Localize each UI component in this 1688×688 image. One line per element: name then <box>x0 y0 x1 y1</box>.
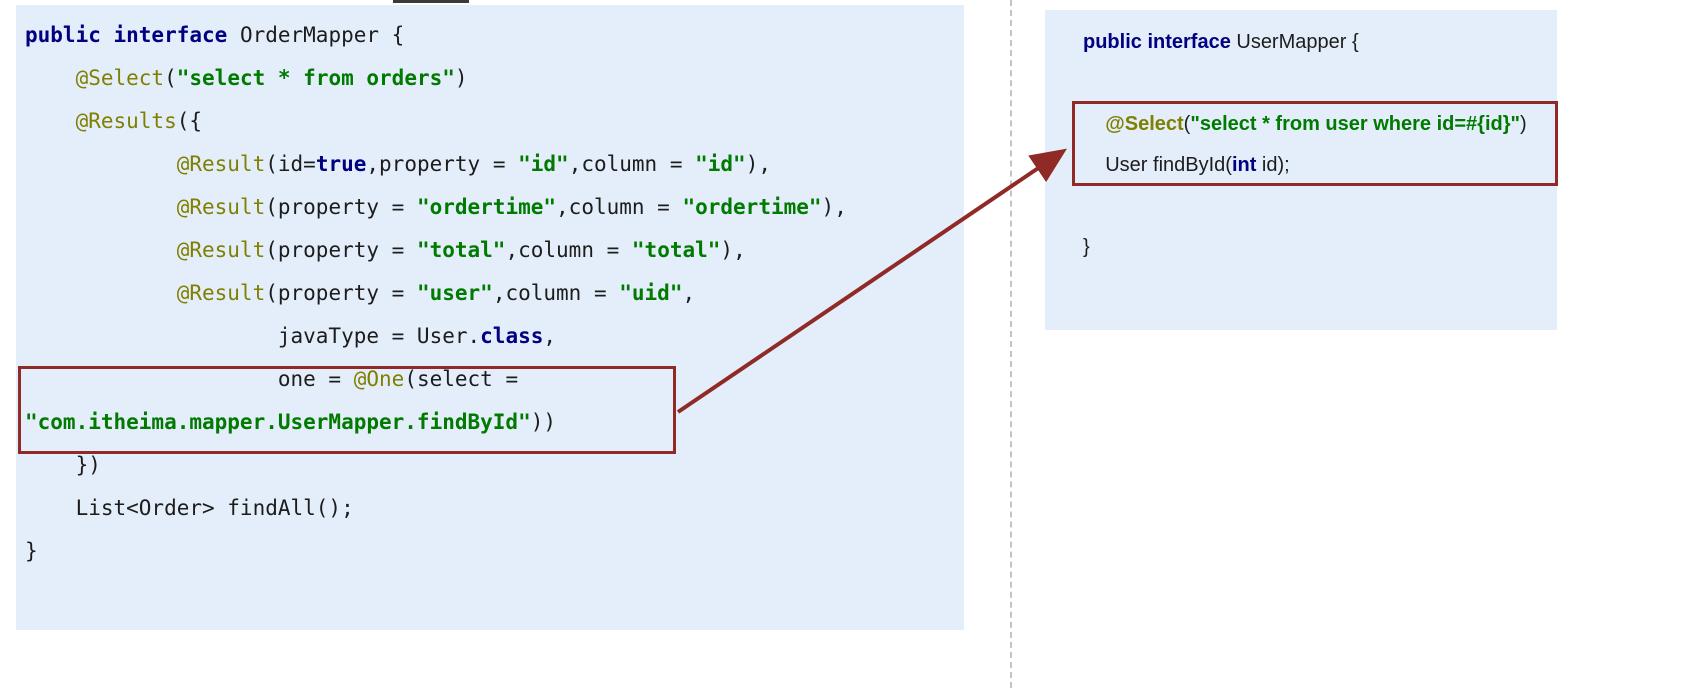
code-segment: ( <box>164 66 177 90</box>
code-segment: public interface <box>1083 31 1231 53</box>
code-line: @Results({ <box>25 100 956 143</box>
user-mapper-code: public interface UserMapper { @Select("s… <box>1045 10 1557 268</box>
code-line: "com.itheima.mapper.UserMapper.findById"… <box>25 401 956 444</box>
code-segment <box>25 238 177 262</box>
code-segment: (select = <box>404 367 519 391</box>
code-segment: "ordertime" <box>416 195 557 219</box>
code-line: @Result(property = "ordertime",column = … <box>25 186 956 229</box>
code-line: one = @One(select = <box>25 358 956 401</box>
code-segment: "id" <box>518 152 569 176</box>
code-segment: @Select <box>75 66 165 90</box>
code-segment: , <box>543 324 557 348</box>
code-segment: } <box>1083 236 1090 258</box>
code-segment: "com.itheima.mapper.UserMapper.findById" <box>25 410 531 434</box>
code-segment: @Result <box>176 152 266 176</box>
user-mapper-code-panel: public interface UserMapper { @Select("s… <box>1045 10 1557 330</box>
code-segment: UserMapper { <box>1230 31 1359 53</box>
code-segment: javaType = User. <box>25 324 481 348</box>
cropped-text-remnant <box>393 0 469 3</box>
code-segment <box>1083 113 1105 135</box>
code-line: public interface OrderMapper { <box>25 14 956 57</box>
code-segment: int <box>1231 154 1257 176</box>
panel-divider <box>1010 0 1012 688</box>
code-line: @Result(id=true,property = "id",column =… <box>25 143 956 186</box>
code-segment: ), <box>745 152 771 176</box>
code-segment: "total" <box>631 238 721 262</box>
code-segment: @Result <box>176 281 266 305</box>
code-segment: id); <box>1256 154 1290 176</box>
code-segment: User findById( <box>1083 154 1232 176</box>
code-segment <box>25 109 76 133</box>
code-segment: true <box>315 152 367 176</box>
code-segment: @Result <box>176 238 266 262</box>
code-segment: OrderMapper { <box>227 23 405 47</box>
code-line: javaType = User.class, <box>25 315 956 358</box>
code-segment: ,column = <box>556 195 683 219</box>
code-segment: ), <box>821 195 847 219</box>
code-segment <box>25 66 76 90</box>
code-segment: "uid" <box>619 281 683 305</box>
code-line <box>1083 63 1549 104</box>
code-segment: List<Order> findAll(); <box>25 496 354 520</box>
code-segment: "select * from user where id=#{id}" <box>1190 113 1520 135</box>
code-line: }) <box>25 444 956 487</box>
code-segment: @Select <box>1105 113 1184 135</box>
code-segment: }) <box>25 453 101 477</box>
code-segment: ) <box>454 66 468 90</box>
code-segment: ) <box>1520 113 1527 135</box>
code-segment: )) <box>530 410 557 434</box>
code-line: List<Order> findAll(); <box>25 487 956 530</box>
code-line: @Select("select * from orders") <box>25 57 956 100</box>
code-segment: "total" <box>416 238 506 262</box>
code-segment <box>25 281 177 305</box>
code-segment: (id= <box>265 152 316 176</box>
code-segment: ,column = <box>492 281 620 305</box>
code-segment: one = <box>25 367 354 391</box>
code-line: @Result(property = "user",column = "uid"… <box>25 272 956 315</box>
code-line: @Result(property = "total",column = "tot… <box>25 229 956 272</box>
code-segment: public interface <box>25 23 228 47</box>
code-segment: "id" <box>695 152 746 176</box>
code-segment: ({ <box>176 109 203 133</box>
code-segment <box>25 195 177 219</box>
code-line: } <box>1083 227 1549 268</box>
code-segment: ,column = <box>568 152 696 176</box>
code-segment: (property = <box>265 195 417 219</box>
order-mapper-code: public interface OrderMapper { @Select("… <box>16 5 964 573</box>
code-segment: ), <box>720 238 746 262</box>
code-segment: , <box>682 281 696 305</box>
code-segment: ( <box>1183 113 1191 135</box>
code-line: } <box>25 530 956 573</box>
code-segment: } <box>25 539 38 563</box>
code-segment: ,property = <box>366 152 519 176</box>
code-segment: @Result <box>176 195 266 219</box>
code-line <box>1083 186 1549 227</box>
code-segment: class <box>480 324 544 348</box>
code-segment: ,column = <box>505 238 632 262</box>
code-line: public interface UserMapper { <box>1083 22 1549 63</box>
code-segment: "select * from orders" <box>176 66 455 90</box>
order-mapper-code-panel: public interface OrderMapper { @Select("… <box>16 5 964 630</box>
code-segment: (property = <box>265 238 417 262</box>
code-segment: @Results <box>75 109 177 133</box>
code-segment: @One <box>353 367 405 391</box>
code-line: User findById(int id); <box>1083 145 1549 186</box>
code-segment: (property = <box>265 281 417 305</box>
code-line: @Select("select * from user where id=#{i… <box>1083 104 1549 145</box>
code-segment: "ordertime" <box>682 195 822 219</box>
code-segment <box>25 152 177 176</box>
code-segment: "user" <box>416 281 493 305</box>
